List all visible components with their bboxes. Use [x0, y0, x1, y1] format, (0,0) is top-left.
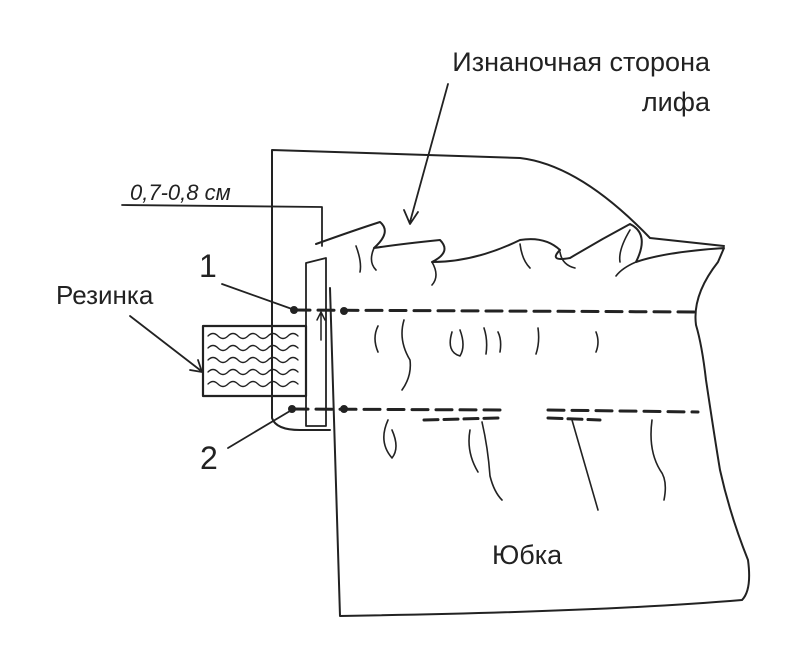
- stitch-line-1: [292, 308, 700, 314]
- bodice-leader-arrow: [403, 83, 449, 225]
- stitch-line-2: [290, 407, 700, 414]
- elastic-leader-arrow: [129, 315, 203, 373]
- skirt-drape-lines: [374, 319, 667, 511]
- stitch-1-leader: [221, 283, 293, 310]
- stitch-2-leader: [227, 410, 291, 449]
- stitch-line-2-lower: [422, 416, 602, 422]
- measurement-label: 0,7-0,8 см: [130, 180, 231, 205]
- seam-allowance-fold: [305, 257, 327, 427]
- bodice-label-line-1: Изнаночная сторона: [452, 47, 710, 77]
- stitch-2-end-dot: [340, 405, 348, 413]
- skirt-label: Юбка: [492, 540, 563, 570]
- measurement-leader: [121, 204, 323, 247]
- gather-folds: [355, 229, 637, 286]
- stitch-1-start-dot: [290, 306, 298, 314]
- elastic-band: [201, 324, 308, 398]
- bodice-wrong-side-label: Изнаночная сторона лифа: [380, 42, 710, 122]
- bodice-label-line-2: лифа: [641, 87, 710, 117]
- bodice-outline: [271, 149, 725, 431]
- elastic-wave-pattern: [207, 332, 299, 388]
- elastic-label: Резинка: [56, 280, 154, 310]
- stitch-2-label: 2: [200, 440, 218, 476]
- stitch-1-end-dot: [340, 307, 348, 315]
- skirt-outline: [315, 221, 751, 617]
- fold-arrow: [316, 311, 326, 341]
- stitch-1-label: 1: [199, 248, 217, 284]
